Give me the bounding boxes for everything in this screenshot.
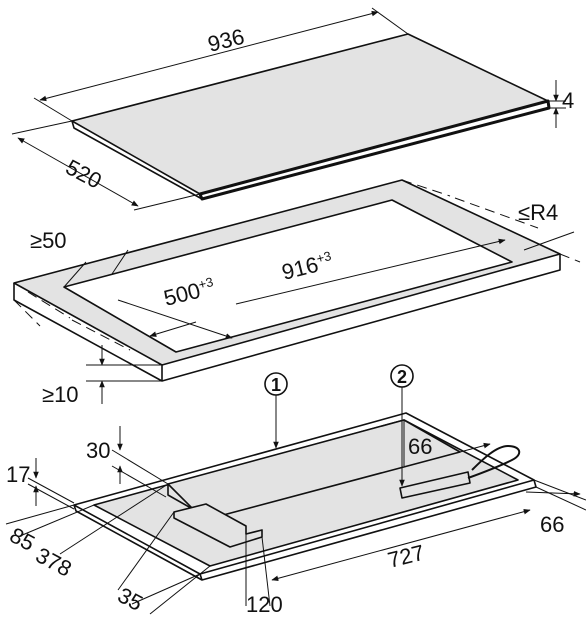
cutout-width-label: 916+3 bbox=[279, 248, 335, 285]
hob-top-view: 936 520 4 bbox=[11, 7, 574, 211]
worktop-thickness-label: ≥10 bbox=[42, 382, 79, 407]
hob-underside: 1 2 30 17 85 378 35 120 727 6 bbox=[6, 364, 586, 617]
dim-727-label: 727 bbox=[385, 540, 427, 573]
dim-30-label: 30 bbox=[86, 438, 110, 463]
dim-66-top-label: 66 bbox=[408, 434, 432, 459]
corner-radius-label: ≤R4 bbox=[518, 200, 558, 225]
dim-85-label: 85 bbox=[6, 522, 39, 556]
callout-1: 1 bbox=[271, 375, 281, 395]
dim-17-label: 17 bbox=[6, 462, 30, 487]
dim-66-side-label: 66 bbox=[540, 512, 564, 537]
worktop-cutout: ≥50 ≤R4 500+3 916+3 ≥10 bbox=[13, 179, 581, 407]
callout-2: 2 bbox=[397, 367, 407, 387]
dim-120-label: 120 bbox=[246, 592, 283, 617]
hob-thickness-label: 4 bbox=[562, 88, 574, 113]
dim-35-label: 35 bbox=[114, 582, 147, 616]
power-cable-icon bbox=[467, 445, 521, 479]
hob-width-label: 936 bbox=[205, 24, 247, 57]
front-margin-label: ≥50 bbox=[30, 228, 67, 253]
cutout-depth-label: 500+3 bbox=[161, 274, 217, 311]
hob-depth-label: 520 bbox=[62, 154, 106, 193]
